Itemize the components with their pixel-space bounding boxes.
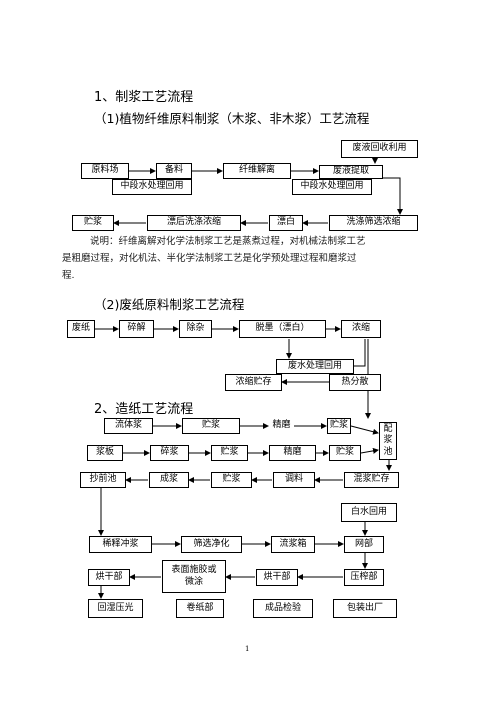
box-impurity-removal: 除杂 xyxy=(179,320,212,338)
box-preparation: 备料 xyxy=(156,163,192,179)
box-wash-screen-thicken: 洗涤筛选浓缩 xyxy=(329,215,418,231)
explanation-paragraph: 说明：纤维离解对化学法制浆工艺是蒸煮过程，对机械法制浆工艺 是粗磨过程，对化机法… xyxy=(62,233,442,284)
box-waste-liquor-recovery: 废液回收利用 xyxy=(341,140,418,158)
para-line-1: 说明：纤维离解对化学法制浆工艺是蒸煮过程，对机械法制浆工艺 xyxy=(90,236,366,247)
box-middle-water-treatment-1: 中段水处理回用 xyxy=(112,179,192,195)
para-line-2: 是粗磨过程，对化机法、半化学法制浆工艺是化学预处理过程和磨浆过 xyxy=(62,253,357,264)
box-pulp-storage: 贮浆 xyxy=(72,215,114,231)
page-number: 1 xyxy=(245,645,250,653)
box-deinking: 脱墨（漂白） xyxy=(239,320,326,338)
box-bleaching: 漂白 xyxy=(269,215,303,231)
box-refining-a: 精磨 xyxy=(269,418,294,434)
box-press-section: 压榨部 xyxy=(344,569,384,586)
box-pulp-board: 浆板 xyxy=(87,445,123,461)
heading-plant-fiber-pulping: （1)植物纤维原料制浆（木浆、非木浆）工艺流程 xyxy=(94,111,370,126)
box-fiber-dissociation: 纤维解离 xyxy=(223,163,291,179)
box-reel-section: 卷纸部 xyxy=(176,599,224,618)
box-middle-water-treatment-2: 中段水处理回用 xyxy=(292,179,372,195)
box-raw-material-yard: 原料场 xyxy=(81,163,129,179)
box-packaging-shipping: 包装出厂 xyxy=(333,599,397,618)
box-finished-pulp: 成浆 xyxy=(149,472,189,488)
heading-waste-paper-pulping: （2)废纸原料制浆工艺流程 xyxy=(94,297,245,312)
box-dilution: 稀释冲浆 xyxy=(89,536,152,553)
box-pulp-storage-c: 贮浆 xyxy=(211,445,248,461)
box-blending-chest: 配浆池 xyxy=(379,422,397,460)
box-pulping: 碎浆 xyxy=(150,445,189,461)
box-pulp-storage-d: 贮浆 xyxy=(329,445,361,461)
box-post-bleach-wash: 漂后洗涤浓缩 xyxy=(147,215,241,231)
box-stock-conditioning: 调料 xyxy=(273,472,315,488)
box-wastewater-treatment: 废水处理回用 xyxy=(276,359,354,374)
box-product-inspection: 成品检验 xyxy=(253,599,313,618)
box-pulp-storage-e: 贮浆 xyxy=(211,472,252,488)
box-headbox: 流浆箱 xyxy=(271,536,315,553)
box-refining-b: 精磨 xyxy=(269,445,316,461)
box-concentrate-storage: 浓缩贮存 xyxy=(225,374,282,391)
box-rewet-calender: 回湿压光 xyxy=(88,599,143,618)
box-waste-liquor-extraction: 废液提取 xyxy=(319,165,383,179)
box-heat-dispersion: 热分散 xyxy=(329,374,381,391)
box-waste-paper: 废纸 xyxy=(67,320,95,338)
box-white-water-reuse: 白水回用 xyxy=(341,503,397,522)
box-thickening: 浓缩 xyxy=(341,320,381,338)
heading-pulping-process: 1、制浆工艺流程 xyxy=(94,90,194,105)
box-dryer-section-b: 烘干部 xyxy=(256,569,298,586)
box-wire-section: 网部 xyxy=(344,536,384,553)
box-disintegration: 碎解 xyxy=(119,320,154,338)
box-mixed-pulp-storage: 混浆贮存 xyxy=(344,472,399,488)
heading-papermaking-process: 2、造纸工艺流程 xyxy=(94,402,194,417)
box-pulp-storage-a: 贮浆 xyxy=(182,418,240,434)
para-line-3: 程. xyxy=(62,270,75,281)
box-machine-chest: 抄前池 xyxy=(80,472,126,488)
box-surface-sizing: 表面施胶或微涂 xyxy=(162,560,226,593)
box-screening-cleaning: 筛选净化 xyxy=(181,536,242,553)
box-dryer-section-a: 烘干部 xyxy=(88,569,130,586)
box-fluid-pulp: 流体浆 xyxy=(104,418,153,434)
box-pulp-storage-b: 贮浆 xyxy=(327,418,351,434)
